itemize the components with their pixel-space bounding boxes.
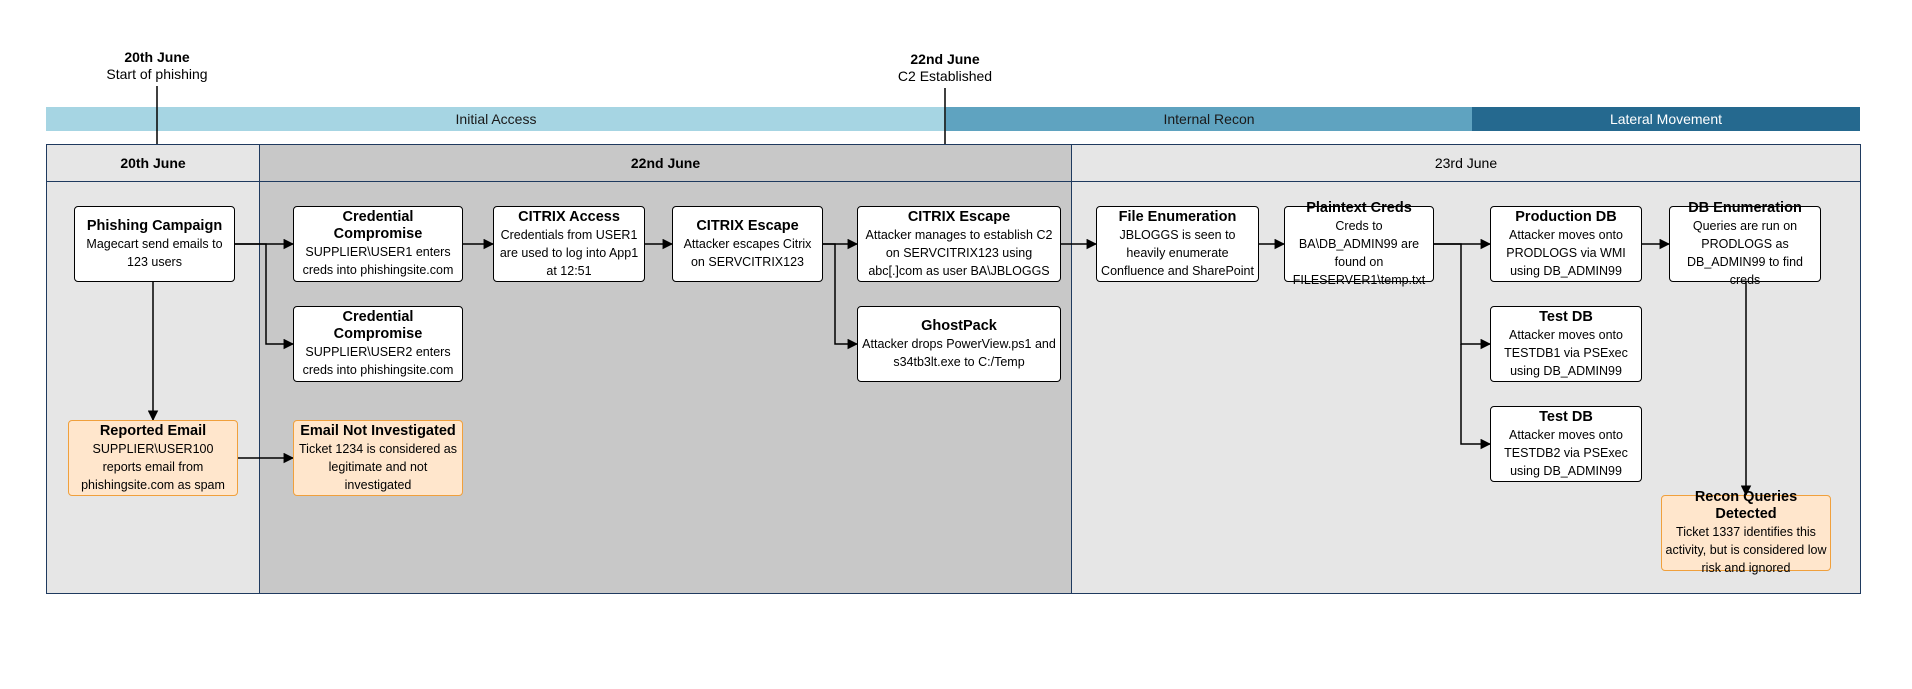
node-test-db-1[interactable]: Test DB Attacker moves onto TESTDB1 via … (1490, 306, 1642, 382)
marker-date: 20th June (124, 49, 190, 65)
node-citrix-access[interactable]: CITRIX Access Credentials from USER1 are… (493, 206, 645, 282)
node-description: Ticket 1234 is considered as legitimate … (299, 441, 457, 492)
node-title: Test DB (1539, 408, 1593, 425)
node-description: Attacker escapes Citrix on SERVCITRIX123 (683, 236, 812, 269)
node-description: Ticket 1337 identifies this activity, bu… (1665, 525, 1827, 575)
node-ghostpack[interactable]: GhostPack Attacker drops PowerView.ps1 a… (857, 306, 1061, 382)
node-citrix-escape-1[interactable]: CITRIX Escape Attacker escapes Citrix on… (672, 206, 823, 282)
node-plaintext-creds[interactable]: Plaintext Creds Creds to BA\DB_ADMIN99 a… (1284, 200, 1434, 287)
node-description: Attacker moves onto PRODLOGS via WMI usi… (1506, 227, 1626, 278)
node-production-db[interactable]: Production DB Attacker moves onto PRODLO… (1490, 206, 1642, 282)
phase-internal-recon: Internal Recon (946, 107, 1472, 131)
node-description: Credentials from USER1 are used to log i… (499, 227, 639, 278)
node-title: File Enumeration (1118, 208, 1237, 225)
node-description: Queries are run on PRODLOGS as DB_ADMIN9… (1686, 218, 1804, 287)
node-email-not-investigated[interactable]: Email Not Investigated Ticket 1234 is co… (293, 420, 463, 496)
marker-subtitle: C2 Established (897, 68, 993, 84)
node-recon-queries-detected[interactable]: Recon Queries Detected Ticket 1337 ident… (1661, 489, 1831, 575)
node-reported-email[interactable]: Reported Email SUPPLIER\USER100 reports … (68, 420, 238, 496)
marker-subtitle: Start of phishing (106, 66, 208, 82)
marker-start-of-phishing: 20th June Start of phishing (37, 49, 277, 83)
node-title: Credential Compromise (333, 209, 423, 242)
phase-lateral-movement: Lateral Movement (1472, 107, 1860, 131)
column-header-23rd-june: 23rd June (1071, 144, 1861, 182)
node-description: Creds to BA\DB_ADMIN99 are found on FILE… (1292, 218, 1426, 287)
node-citrix-escape-2[interactable]: CITRIX Escape Attacker manages to establ… (857, 206, 1061, 282)
node-description: SUPPLIER\USER1 enters creds into phishin… (302, 245, 454, 277)
node-title: Phishing Campaign (86, 217, 223, 234)
column-header-22nd-june: 22nd June (259, 144, 1072, 182)
node-credential-compromise-2[interactable]: Credential Compromise SUPPLIER\USER2 ent… (293, 306, 463, 382)
node-title: GhostPack (921, 317, 997, 334)
column-header-20th-june: 20th June (46, 144, 260, 182)
node-title: Recon Queries Detected (1694, 489, 1798, 522)
node-description: Attacker moves onto TESTDB2 via PSExec u… (1504, 427, 1628, 478)
node-title: Production DB (1515, 208, 1617, 225)
node-credential-compromise-1[interactable]: Credential Compromise SUPPLIER\USER1 ent… (293, 206, 463, 282)
marker-date: 22nd June (910, 51, 980, 67)
node-phishing-campaign[interactable]: Phishing Campaign Magecart send emails t… (74, 206, 235, 282)
node-title: CITRIX Escape (907, 208, 1011, 225)
node-description: Attacker manages to establish C2 on SERV… (865, 227, 1053, 278)
node-title: CITRIX Access (518, 208, 620, 225)
node-title: DB Enumeration (1688, 199, 1802, 216)
node-test-db-2[interactable]: Test DB Attacker moves onto TESTDB2 via … (1490, 406, 1642, 482)
marker-c2-established: 22nd June C2 Established (825, 51, 1065, 85)
node-title: Email Not Investigated (300, 422, 456, 439)
node-title: CITRIX Escape (696, 217, 799, 234)
node-description: Attacker drops PowerView.ps1 and s34tb3l… (862, 336, 1056, 369)
node-description: Magecart send emails to 123 users (86, 236, 223, 269)
node-description: Attacker moves onto TESTDB1 via PSExec u… (1504, 327, 1628, 378)
node-title: Plaintext Creds (1306, 199, 1412, 216)
phase-initial-access: Initial Access (46, 107, 946, 131)
node-title: Credential Compromise (333, 309, 423, 342)
node-description: SUPPLIER\USER2 enters creds into phishin… (302, 345, 454, 377)
node-description: SUPPLIER\USER100 reports email from phis… (81, 441, 225, 492)
node-description: JBLOGGS is seen to heavily enumerate Con… (1101, 227, 1254, 278)
node-title: Reported Email (99, 422, 207, 439)
node-title: Test DB (1539, 308, 1593, 325)
node-file-enumeration[interactable]: File Enumeration JBLOGGS is seen to heav… (1096, 206, 1259, 282)
node-db-enumeration[interactable]: DB Enumeration Queries are run on PRODLO… (1669, 200, 1821, 287)
